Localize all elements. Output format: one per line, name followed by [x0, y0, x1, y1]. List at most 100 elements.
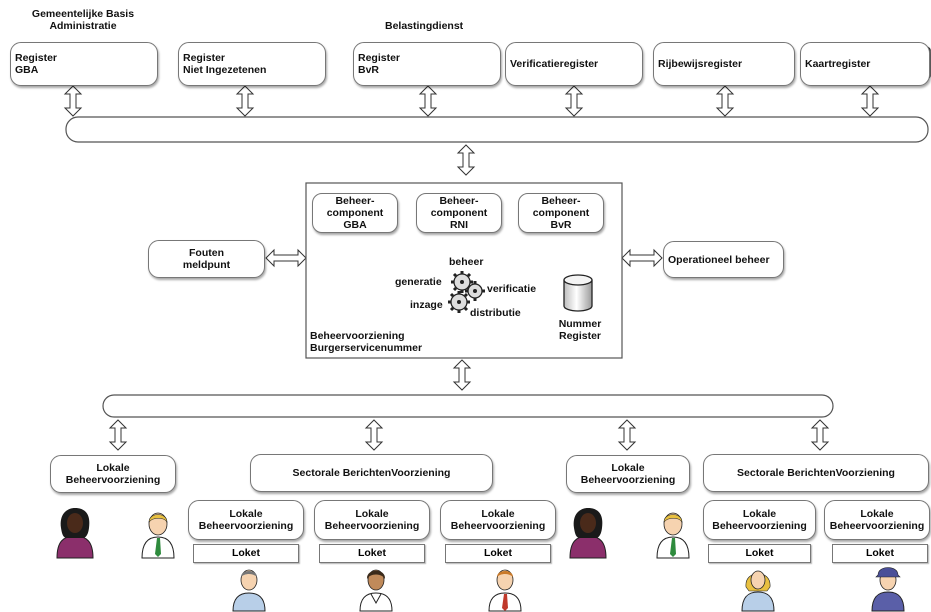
component-label: GBA: [343, 219, 367, 231]
nummer-register-label: Nummer Register: [556, 318, 604, 342]
gba-header: Gemeentelijke Basis Administratie: [28, 8, 138, 32]
component-rni-box: Beheer- component RNI: [416, 193, 502, 233]
register-label: BvR: [358, 64, 380, 76]
double-arrow-icon: [265, 249, 307, 267]
double-arrow-icon: [811, 419, 829, 451]
loket-box: Loket: [193, 544, 299, 563]
component-gba-box: Beheer- component GBA: [312, 193, 398, 233]
component-label: RNI: [449, 219, 469, 231]
component-label: component: [430, 207, 488, 219]
double-arrow-icon: [861, 85, 879, 117]
lokale-beheervoorziening-box: Lokale Beheervoorziening: [703, 500, 816, 540]
person-icon: [871, 567, 905, 612]
sectorale-berichtenvoorziening-box: Sectorale BerichtenVoorziening: [703, 454, 929, 492]
lokale-label-line2: Beheervoorziening: [198, 520, 294, 532]
loket-box: Loket: [319, 544, 425, 563]
lokale-label-line2: Beheervoorziening: [450, 520, 546, 532]
lokale-label-line2: Beheervoorziening: [712, 520, 807, 532]
component-label: Beheer-: [439, 195, 479, 207]
sectorale-berichtenvoorziening-box: Sectorale BerichtenVoorziening: [250, 454, 493, 492]
double-arrow-icon: [621, 249, 663, 267]
person-icon: [141, 512, 175, 559]
lokale-beheervoorziening-box: Lokale Beheervoorziening: [440, 500, 556, 540]
fouten-meldpunt-box: Fouten meldpunt: [148, 240, 265, 278]
central-title-line1: Beheervoorziening: [310, 330, 405, 342]
person-icon: [569, 508, 607, 559]
lokale-beheervoorziening-box: Lokale Beheervoorziening: [566, 455, 690, 493]
lokale-beheervoorziening-box: Lokale Beheervoorziening: [50, 455, 176, 493]
fouten-label-line2: meldpunt: [182, 259, 231, 271]
operationeel-label: Operationeel beheer: [668, 254, 770, 266]
loket-box: Loket: [708, 544, 811, 563]
double-arrow-icon: [64, 85, 82, 117]
verificatieregister-box: Verificatieregister: [505, 42, 643, 86]
lokale-beheervoorziening-box: Lokale Beheervoorziening: [824, 500, 930, 540]
double-arrow-icon: [716, 85, 734, 117]
component-bvr-box: Beheer- component BvR: [518, 193, 604, 233]
double-arrow-icon: [236, 85, 254, 117]
loket-box: Loket: [832, 544, 928, 563]
lokale-label-line1: Lokale: [742, 508, 777, 520]
register-label: GBA: [15, 64, 39, 76]
double-arrow-icon: [457, 144, 475, 176]
register-gba-box: Register GBA: [10, 42, 158, 86]
lokale-beheervoorziening-box: Lokale Beheervoorziening: [188, 500, 304, 540]
kaartregister-box: Kaartregister: [800, 42, 930, 86]
gear-label-distributie: distributie: [470, 307, 521, 319]
sectorale-label: Sectorale BerichtenVoorziening: [292, 467, 451, 479]
sectorale-label: Sectorale BerichtenVoorziening: [737, 467, 895, 479]
double-arrow-icon: [109, 419, 127, 451]
gear-label-beheer: beheer: [449, 256, 484, 268]
double-arrow-icon: [565, 85, 583, 117]
register-label: Register: [183, 52, 226, 64]
lokale-label-line1: Lokale: [355, 508, 389, 520]
double-arrow-icon: [453, 359, 471, 391]
component-label: component: [532, 207, 590, 219]
lokale-label-line1: Lokale: [860, 508, 894, 520]
lokale-label-line2: Beheervoorziening: [324, 520, 420, 532]
person-icon: [488, 569, 522, 612]
register-bvr-box: Register BvR: [353, 42, 501, 86]
component-label: Beheer-: [335, 195, 375, 207]
person-icon: [359, 569, 393, 612]
double-arrow-icon: [419, 85, 437, 117]
person-icon: [56, 508, 94, 559]
lokale-label-line2: Beheervoorziening: [580, 474, 676, 486]
double-arrow-icon: [618, 419, 636, 451]
fouten-label-line1: Fouten: [189, 247, 224, 259]
bottom-bus: [102, 394, 834, 418]
lokale-label-line1: Lokale: [229, 508, 263, 520]
register-label: Register: [15, 52, 58, 64]
lokale-label-line1: Lokale: [611, 462, 645, 474]
person-icon: [656, 512, 690, 559]
lokale-label-line2: Beheervoorziening: [65, 474, 161, 486]
gear-label-inzage: inzage: [410, 299, 443, 311]
rijbewijsregister-box: Rijbewijsregister: [653, 42, 795, 86]
gears-icon: [448, 271, 485, 313]
register-label: Register: [358, 52, 401, 64]
top-bus: [65, 116, 929, 143]
belastingdienst-header: Belastingdienst: [385, 20, 464, 32]
central-box-title: Beheervoorziening Burgerservicenummer: [310, 330, 422, 354]
double-arrow-icon: [365, 419, 383, 451]
central-title-line2: Burgerservicenummer: [310, 342, 423, 354]
lokale-label-line1: Lokale: [96, 462, 130, 474]
register-label: Kaartregister: [805, 58, 871, 70]
person-icon: [741, 570, 775, 612]
gba-header-line1: Gemeentelijke Basis: [31, 8, 135, 20]
operationeel-beheer-box: Operationeel beheer: [663, 241, 784, 278]
register-rni-box: Register Niet Ingezetenen: [178, 42, 326, 86]
component-label: BvR: [550, 219, 572, 231]
gear-label-verificatie: verificatie: [487, 283, 537, 295]
nummer-register-line2: Register: [558, 330, 601, 342]
component-label: Beheer-: [541, 195, 581, 207]
loket-box: Loket: [445, 544, 551, 563]
gear-label-generatie: generatie: [395, 276, 442, 288]
person-icon: [232, 569, 266, 612]
gba-header-line2: Administratie: [49, 20, 117, 32]
database-cylinder-icon: [563, 274, 593, 312]
component-label: component: [326, 207, 384, 219]
lokale-label-line1: Lokale: [481, 508, 515, 520]
register-label: Rijbewijsregister: [658, 58, 743, 70]
nummer-register-line1: Nummer: [558, 318, 602, 330]
